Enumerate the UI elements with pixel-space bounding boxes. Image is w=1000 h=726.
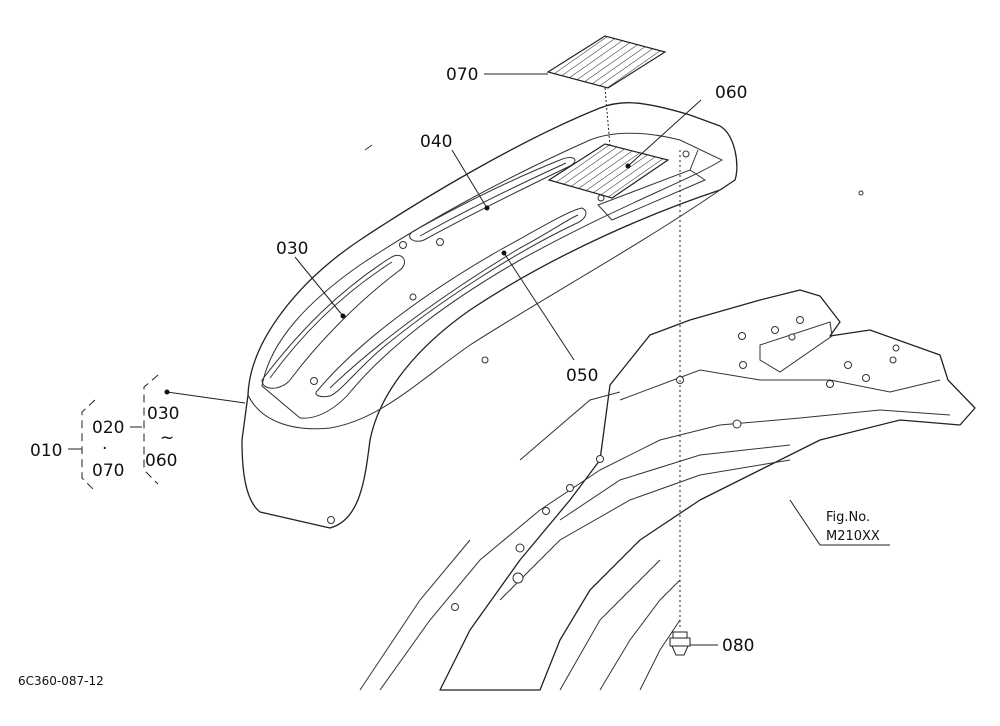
group-a-separator: · [102, 439, 107, 459]
fender [241, 102, 864, 529]
drawing-number: 6C360-087-12 [18, 674, 104, 688]
figure-ref-line1: Fig.No. [826, 510, 870, 525]
group-b-bottom: 060 [145, 451, 177, 471]
callout-040: 040 [420, 132, 452, 152]
callout-060: 060 [715, 83, 747, 103]
callout-030: 030 [276, 239, 308, 259]
decal-070 [546, 35, 667, 89]
screw-080 [669, 631, 691, 656]
figure-ref-line2: M210XX [826, 529, 880, 544]
callout-020: 020 [92, 418, 124, 438]
callout-070: 070 [446, 65, 478, 85]
decal-060 [547, 143, 670, 199]
callout-080: 080 [722, 636, 754, 656]
group-b-top: 030 [147, 404, 179, 424]
callout-050: 050 [566, 366, 598, 386]
group-a-bottom: 070 [92, 461, 124, 481]
assembly-bracket [68, 374, 159, 493]
callout-010: 010 [30, 441, 62, 461]
group-b-separator: ~ [160, 428, 174, 448]
chassis-frame [359, 289, 976, 691]
leader-lines [164, 73, 890, 646]
